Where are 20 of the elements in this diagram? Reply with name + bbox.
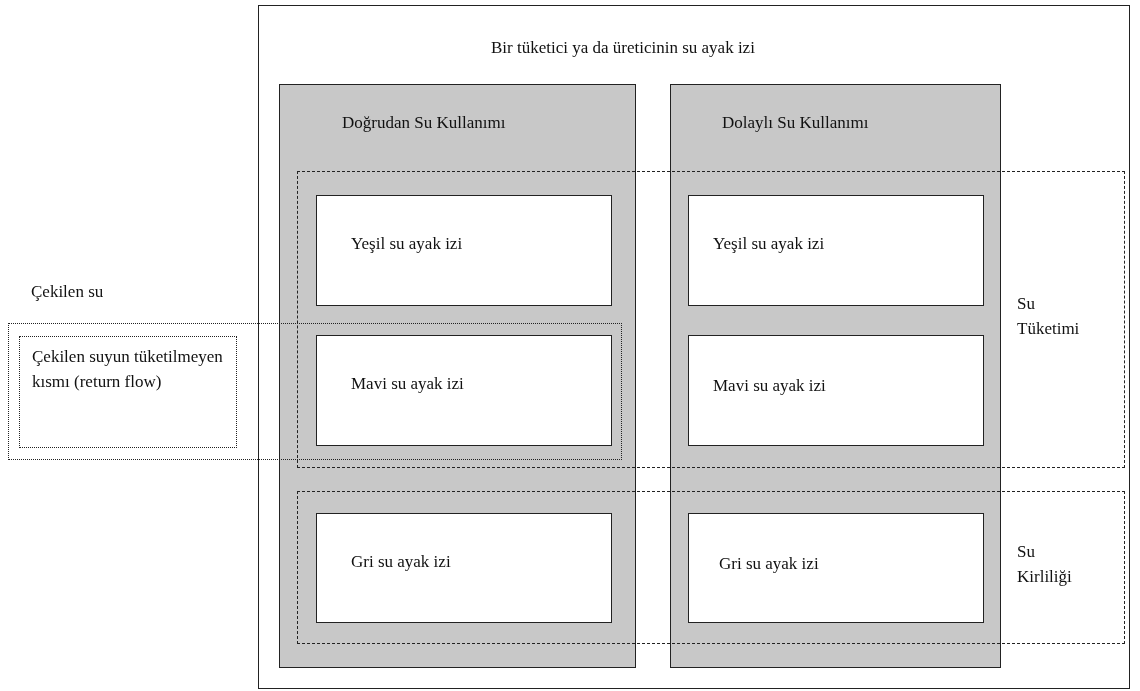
footprint-box [316, 195, 612, 306]
dotted-region [19, 336, 237, 448]
group-title: Çekilen suyun tüketilmeyen kısmı (return flow) [32, 346, 224, 393]
group-title: Su Tüketimi [1017, 293, 1081, 340]
footprint-box [688, 195, 984, 306]
group-title: Su Kirliliği [1017, 541, 1073, 588]
footprint-box [688, 513, 984, 623]
group-title: Dolaylı Su Kullanımı [722, 112, 870, 134]
footprint-box [316, 335, 612, 446]
group-title: Doğrudan Su Kullanımı [342, 112, 507, 134]
node-text: Yeşil su ayak izi [713, 233, 826, 255]
footprint-box [688, 335, 984, 446]
footprint-box [316, 513, 612, 623]
node-text: Gri su ayak izi [351, 551, 452, 573]
node-text: Gri su ayak izi [719, 553, 820, 575]
group-title: Bir tüketici ya da üreticinin su ayak izi [491, 37, 756, 59]
node-text: Mavi su ayak izi [713, 375, 827, 397]
node-text: Mavi su ayak izi [351, 373, 465, 395]
node-text: Yeşil su ayak izi [351, 233, 464, 255]
group-title: Çekilen su [31, 281, 105, 303]
